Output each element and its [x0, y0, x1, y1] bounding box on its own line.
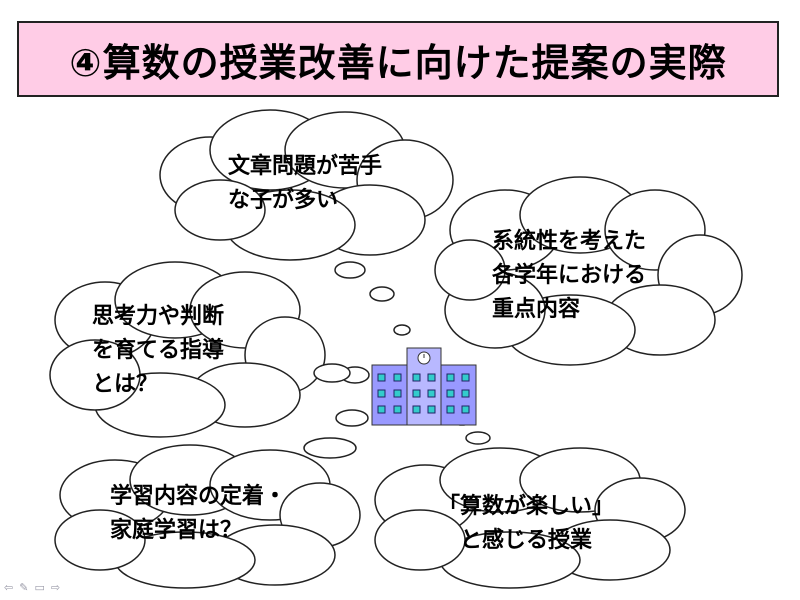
title-box: ④算数の授業改善に向けた提案の実際 — [17, 21, 779, 97]
cloud-left — [49, 261, 326, 438]
next-slide-icon[interactable]: ⇨ — [50, 581, 61, 594]
slide-toolbar: ⇦ ✎ ▭ ⇨ — [4, 581, 60, 594]
cloud-bottom-right — [374, 447, 686, 589]
cloud-top — [159, 109, 454, 261]
school-building-icon — [371, 347, 477, 426]
bubble-text-right: 系統性を考えた 各学年における 重点内容 — [492, 229, 647, 322]
bubble-text-top: 文章問題が苦手 な子が多い — [228, 154, 383, 213]
prev-slide-icon[interactable]: ⇦ — [4, 581, 14, 594]
menu-icon[interactable]: ▭ — [34, 581, 45, 594]
cloud-right — [434, 176, 743, 366]
slide-title: ④算数の授業改善に向けた提案の実際 — [69, 40, 727, 85]
cloud-bottom-left — [54, 444, 361, 589]
bubble-text-left: 思考力や判断 を育てる指導 とは？ — [92, 304, 225, 397]
bubble-text-bottom-right: 「算数が楽しい」 と感じる授業 — [438, 494, 615, 553]
thought-trail — [303, 261, 491, 459]
bubble-text-bottom-left: 学習内容の定着・ 家庭学習は？ — [110, 484, 287, 543]
pen-icon[interactable]: ✎ — [19, 581, 29, 594]
